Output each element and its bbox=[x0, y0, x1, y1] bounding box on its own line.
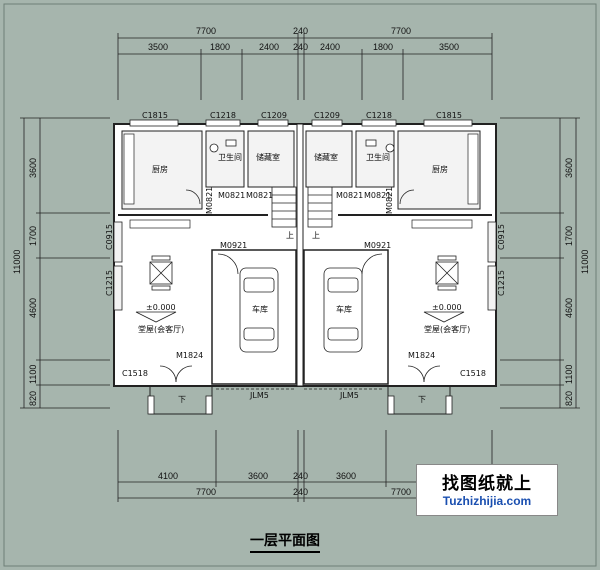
window-c1209-right: C1209 bbox=[314, 111, 340, 120]
room-storage-left: 储藏室 bbox=[256, 152, 280, 162]
window-c1218-left: C1218 bbox=[210, 111, 236, 120]
room-bath-right: 卫生间 bbox=[366, 152, 390, 162]
elevation-right: ±0.000 bbox=[432, 303, 462, 312]
watermark-cn: 找图纸就上 bbox=[442, 474, 532, 494]
door-m0821-right-vert: M0821 bbox=[385, 187, 394, 214]
bottom-overall-mid: 240 bbox=[293, 487, 308, 497]
room-kitchen-right: 厨房 bbox=[432, 164, 448, 174]
top-overall-left: 7700 bbox=[196, 26, 216, 36]
top-dimension-lines bbox=[117, 33, 493, 100]
bottom-overall-left: 7700 bbox=[196, 487, 216, 497]
window-c1209-left: C1209 bbox=[261, 111, 287, 120]
right-seg-4600: 4600 bbox=[564, 298, 574, 318]
door-m1824-left: M1824 bbox=[176, 351, 203, 360]
window-c1218-right: C1218 bbox=[366, 111, 392, 120]
room-kitchen-left: 厨房 bbox=[152, 164, 168, 174]
door-jlm5-right: JLM5 bbox=[339, 391, 359, 400]
window-c1815-right: C1815 bbox=[436, 111, 462, 120]
window-c1518-right: C1518 bbox=[460, 369, 486, 378]
window-c1215-left: C1215 bbox=[105, 270, 114, 296]
room-living-left: 堂屋(会客厅) bbox=[138, 324, 184, 334]
left-seg-4600: 4600 bbox=[28, 298, 38, 318]
top-seg-6: 1800 bbox=[373, 42, 393, 52]
watermark-url: Tuzhizhijia.com bbox=[442, 494, 532, 508]
stair-up-right: 上 bbox=[312, 231, 320, 240]
room-bath-left: 卫生间 bbox=[218, 152, 242, 162]
window-c1215-right: C1215 bbox=[497, 270, 506, 296]
left-seg-820: 820 bbox=[28, 391, 38, 406]
entry-down-right: 下 bbox=[418, 395, 426, 404]
top-seg-3: 2400 bbox=[259, 42, 279, 52]
right-seg-1100: 1100 bbox=[564, 365, 574, 384]
window-c1815-left: C1815 bbox=[142, 111, 168, 120]
door-m0921-right: M0921 bbox=[364, 241, 391, 250]
room-living-right: 堂屋(会客厅) bbox=[424, 324, 470, 334]
right-dimension-lines bbox=[500, 117, 580, 409]
top-overall-right: 7700 bbox=[391, 26, 411, 36]
bottom-seg-3600-b: 3600 bbox=[336, 471, 356, 481]
top-seg-7: 3500 bbox=[439, 42, 459, 52]
bottom-seg-240: 240 bbox=[293, 471, 308, 481]
top-seg-1: 3500 bbox=[148, 42, 168, 52]
room-storage-right: 储藏室 bbox=[314, 152, 338, 162]
door-m0821-right-b: M0821 bbox=[364, 191, 391, 200]
elevation-left: ±0.000 bbox=[146, 303, 176, 312]
top-seg-4: 240 bbox=[293, 42, 308, 52]
window-c1518-left: C1518 bbox=[122, 369, 148, 378]
door-jlm5-left: JLM5 bbox=[249, 391, 269, 400]
door-m0821-left-a: M0821 bbox=[218, 191, 245, 200]
right-seg-1700: 1700 bbox=[564, 226, 574, 246]
window-c0915-right: C0915 bbox=[497, 224, 506, 250]
bottom-overall-right: 7700 bbox=[391, 487, 411, 497]
door-m0821-left-b: M0821 bbox=[246, 191, 273, 200]
door-m1824-right: M1824 bbox=[408, 351, 435, 360]
left-seg-1100: 1100 bbox=[28, 365, 38, 384]
top-seg-2: 1800 bbox=[210, 42, 230, 52]
door-m0821-left-vert: M0821 bbox=[205, 187, 214, 214]
left-seg-3600: 3600 bbox=[28, 158, 38, 178]
left-dimension-lines bbox=[20, 117, 110, 409]
left-seg-1700: 1700 bbox=[28, 226, 38, 246]
watermark-box: 找图纸就上 Tuzhizhijia.com bbox=[416, 464, 558, 516]
window-c0915-left: C0915 bbox=[105, 224, 114, 250]
building-walls bbox=[113, 119, 497, 415]
drawing-title: 一层平面图 bbox=[250, 530, 320, 553]
right-seg-820: 820 bbox=[564, 391, 574, 406]
top-overall-mid: 240 bbox=[293, 26, 308, 36]
right-seg-3600: 3600 bbox=[564, 158, 574, 178]
left-overall: 11000 bbox=[12, 250, 22, 274]
room-garage-right: 车库 bbox=[336, 304, 352, 314]
entry-down-left: 下 bbox=[178, 395, 186, 404]
door-m0821-right-a: M0821 bbox=[336, 191, 363, 200]
room-garage-left: 车库 bbox=[252, 304, 268, 314]
bottom-seg-3600: 3600 bbox=[248, 471, 268, 481]
stair-up-left: 上 bbox=[286, 231, 294, 240]
door-m0921-left: M0921 bbox=[220, 241, 247, 250]
bottom-seg-4100: 4100 bbox=[158, 471, 178, 481]
right-overall: 11000 bbox=[580, 250, 590, 274]
top-seg-5: 2400 bbox=[320, 42, 340, 52]
